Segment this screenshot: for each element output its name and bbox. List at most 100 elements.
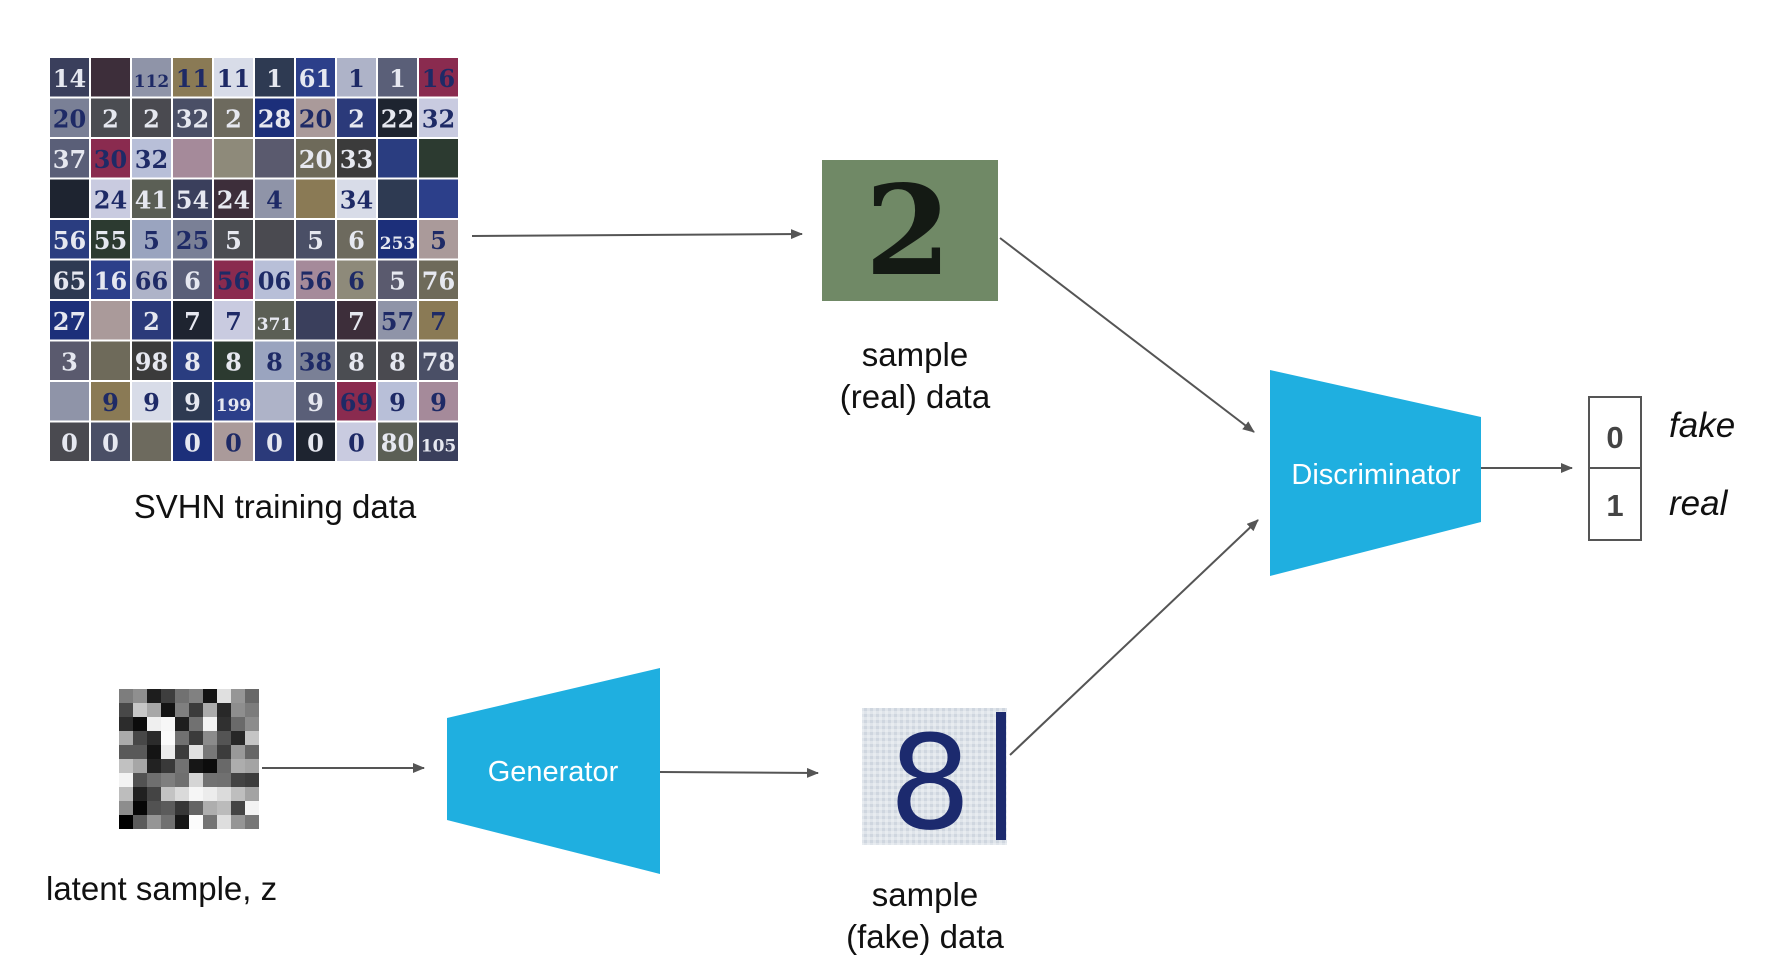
mosaic-tile [132, 220, 171, 259]
mosaic-tile [337, 179, 376, 218]
mosaic-tile-digit: 0 [184, 429, 201, 458]
latent-noise-cell [203, 745, 217, 759]
latent-noise-cell [133, 745, 147, 759]
latent-noise-cell [161, 689, 175, 703]
mosaic-tile-digit: 1 [266, 64, 283, 93]
latent-noise-cell [133, 731, 147, 745]
mosaic-tile-digit: 7 [225, 307, 242, 336]
mosaic-tile [91, 260, 130, 299]
mosaic-tile [337, 58, 376, 97]
latent-noise-cell [133, 689, 147, 703]
mosaic-tile-digit: 20 [53, 105, 86, 134]
mosaic-tile-digit: 32 [135, 145, 168, 174]
mosaic-tile [419, 139, 458, 178]
mosaic-tile [173, 382, 212, 421]
mosaic-tile-digit: 9 [430, 388, 447, 417]
mosaic-tile-digit: 5 [430, 226, 447, 255]
mosaic-tile [50, 98, 89, 137]
mosaic-tile-digit: 11 [217, 64, 250, 93]
latent-noise-cell [189, 689, 203, 703]
latent-noise-cell [203, 759, 217, 773]
mosaic-tile-digit: 0 [307, 429, 324, 458]
latent-noise-cell [203, 787, 217, 801]
latent-noise-cell [175, 745, 189, 759]
discriminator-label: Discriminator [1291, 459, 1461, 491]
mosaic-tile [296, 220, 335, 259]
latent-noise-cell [231, 703, 245, 717]
mosaic-tile-digit: 8 [184, 348, 201, 377]
latent-noise-cell [231, 731, 245, 745]
latent-noise-cell [147, 801, 161, 815]
mosaic-tile [132, 260, 171, 299]
mosaic-tile-digit: 1 [389, 64, 406, 93]
latent-noise-cell [189, 717, 203, 731]
mosaic-tile [296, 139, 335, 178]
mosaic-tile-digit: 9 [102, 388, 119, 417]
mosaic-tile [173, 422, 212, 461]
mosaic-tile [296, 341, 335, 380]
latent-noise-cell [245, 703, 259, 717]
mosaic-tile-digit: 253 [380, 234, 416, 254]
latent-noise-cell [133, 801, 147, 815]
mosaic-tile [255, 58, 294, 97]
mosaic-tile [214, 260, 253, 299]
mosaic-tile-digit: 27 [53, 307, 86, 336]
latent-noise-cell [175, 787, 189, 801]
real-sample-label-line1: sample [861, 336, 969, 373]
latent-noise-cell [203, 703, 217, 717]
latent-noise-cell [147, 815, 161, 829]
mosaic-tile-digit: 69 [340, 388, 373, 417]
fake-sample-digit: 8 [889, 707, 972, 859]
latent-noise-cell [119, 801, 133, 815]
mosaic-tile [91, 220, 130, 259]
mosaic-tile [337, 98, 376, 137]
fake-sample-label-line2: (fake) data [846, 918, 1004, 955]
mosaic-tile [50, 58, 89, 97]
mosaic-tile [378, 179, 417, 218]
arrow-real-to-discriminator [999, 237, 1255, 433]
output-class-real: real [1669, 484, 1728, 523]
mosaic-tile-digit: 57 [381, 307, 414, 336]
mosaic-tile-digit: 1 [348, 64, 365, 93]
mosaic-tile [419, 341, 458, 380]
mosaic-tile [378, 58, 417, 97]
output-digit-0: 0 [1606, 420, 1623, 455]
latent-noise-cell [161, 717, 175, 731]
mosaic-tile [50, 260, 89, 299]
output-digit-1: 1 [1606, 488, 1623, 523]
latent-noise-cell [161, 745, 175, 759]
latent-noise-grid [119, 689, 259, 829]
mosaic-tile [132, 382, 171, 421]
latent-noise-cell [119, 689, 133, 703]
latent-noise-cell [217, 717, 231, 731]
latent-noise-cell [217, 745, 231, 759]
latent-noise-cell [217, 759, 231, 773]
mosaic-tile-digit: 61 [299, 64, 332, 93]
mosaic-tile-digit: 24 [94, 186, 127, 215]
mosaic-tile [173, 260, 212, 299]
mosaic-tile [419, 98, 458, 137]
mosaic-tile [173, 58, 212, 97]
latent-noise-cell [217, 731, 231, 745]
latent-noise-cell [133, 717, 147, 731]
mosaic-tile-digit: 38 [299, 348, 332, 377]
mosaic-tile [255, 139, 294, 178]
mosaic-tile-digit: 22 [381, 105, 414, 134]
latent-noise-cell [231, 759, 245, 773]
latent-noise-cell [231, 745, 245, 759]
generator-block: Generator [447, 668, 660, 874]
fake-sample-image: 8 [862, 707, 1007, 859]
latent-noise-cell [147, 703, 161, 717]
mosaic-tile [378, 341, 417, 380]
mosaic-tile [173, 220, 212, 259]
mosaic-tile-digit: 56 [217, 267, 250, 296]
mosaic-tile [132, 179, 171, 218]
latent-noise-cell [175, 689, 189, 703]
mosaic-tile-digit: 8 [389, 348, 406, 377]
mosaic-tile-digit: 2 [348, 105, 365, 134]
latent-noise-cell [133, 787, 147, 801]
mosaic-tile-digit: 7 [430, 307, 447, 336]
latent-noise-cell [245, 717, 259, 731]
mosaic-tile-digit: 5 [389, 267, 406, 296]
